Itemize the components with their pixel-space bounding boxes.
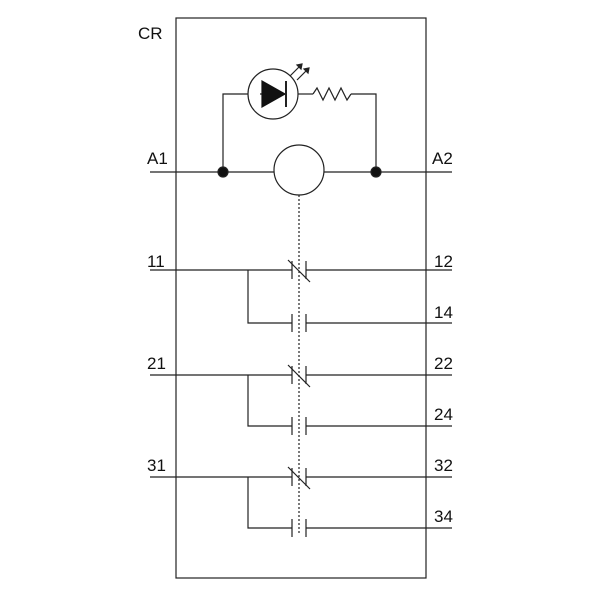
- terminal-14: 14: [434, 303, 453, 322]
- terminal-21: 21: [147, 354, 166, 373]
- no-branch-wire: [247, 270, 292, 324]
- junction-dot-left: [217, 166, 229, 178]
- coil-terminal-a1: A1: [147, 149, 168, 168]
- nc-contact-slash: [287, 259, 311, 283]
- led-diode-icon: [261, 79, 287, 109]
- led-light-arrowhead-2: [302, 67, 310, 75]
- terminal-32: 32: [434, 456, 453, 475]
- coil-terminal-a2: A2: [432, 149, 453, 168]
- terminal-11: 11: [147, 252, 165, 271]
- resistor-return-wire: [351, 93, 377, 172]
- resistor-icon: [312, 86, 352, 102]
- nc-contact-slash: [287, 466, 311, 490]
- indicator-branch-wire: [222, 93, 248, 172]
- led-light-arrowhead-1: [295, 63, 303, 71]
- terminal-24: 24: [434, 405, 453, 424]
- coil-icon: [273, 144, 325, 196]
- contact-group-2: [150, 364, 452, 435]
- contact-group-1: [150, 259, 452, 332]
- no-branch-wire: [247, 375, 292, 427]
- terminal-34: 34: [434, 507, 453, 526]
- no-branch-wire: [247, 477, 292, 529]
- terminal-12: 12: [434, 252, 453, 271]
- relay-title: CR: [138, 24, 163, 43]
- nc-contact-slash: [287, 364, 311, 388]
- junction-dot-right: [370, 166, 382, 178]
- relay-enclosure: [175, 17, 427, 579]
- terminal-31: 31: [147, 456, 166, 475]
- contact-group-3: [150, 466, 452, 537]
- terminal-22: 22: [434, 354, 453, 373]
